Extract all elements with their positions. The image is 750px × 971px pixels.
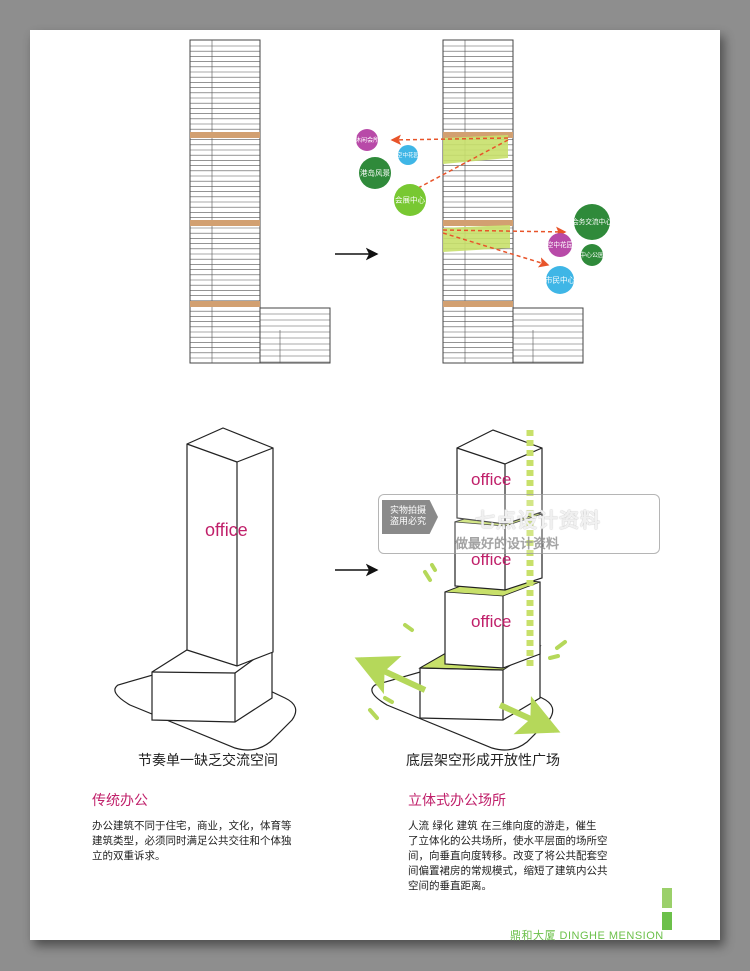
section-body-right-line-4: 间偏置裙房的常规模式，缩短了建筑内公共 bbox=[408, 865, 608, 877]
tower-left-sky-floor-2 bbox=[190, 220, 260, 226]
bubble-1 bbox=[356, 129, 378, 151]
caption-right: 底层架空形成开放性广场 bbox=[406, 753, 560, 769]
section-body-left: 办公建筑不同于住宅，商业，文化，体育等建筑类型，必须同时满足公共交往和个体独立的… bbox=[92, 819, 292, 864]
bubble-2 bbox=[359, 157, 391, 189]
watermark-slogan: 做最好的设计资料 bbox=[455, 537, 560, 552]
page-sheet: 休闲会所港岛风景空中花园会展中心会务交流中心空中花园中心公园市民中心 bbox=[30, 30, 720, 942]
iso-tower-right bbox=[354, 429, 567, 751]
watermark-brand: 七点设计资料 bbox=[475, 508, 601, 532]
bubble-label-3: 空中花园 bbox=[397, 151, 420, 159]
bubble-label-2: 港岛风景 bbox=[360, 168, 390, 178]
section-body-right-line-5: 空间的垂直距离。 bbox=[408, 880, 492, 892]
office-label-right-top: office bbox=[471, 470, 512, 489]
office-label-right-middle: office bbox=[471, 550, 512, 569]
caption-left: 节奏单一缺乏交流空间 bbox=[138, 753, 278, 769]
bubble-5 bbox=[574, 204, 610, 240]
iso-tower-left bbox=[114, 427, 297, 751]
footer-title: 鼎和大厦 DINGHE MENSION bbox=[510, 930, 664, 942]
tower-right-sky-floor-1 bbox=[443, 132, 513, 138]
section-body-right-line-1: 人流 绿化 建筑 在三维向度的游走，催生 bbox=[408, 820, 597, 832]
watermark-tag-line1: 实物拍摄 bbox=[389, 506, 426, 516]
section-body-right: 人流 绿化 建筑 在三维向度的游走，催生了立体化的公共场所，使水平层面的场所空间… bbox=[408, 819, 608, 894]
public-zone-lower bbox=[443, 225, 510, 252]
section-title-right: 立体式办公场所 bbox=[408, 793, 506, 809]
tower-right-sky-floor-2 bbox=[443, 220, 513, 226]
section-tower-left bbox=[189, 39, 331, 364]
tower-right-podium bbox=[512, 307, 584, 364]
tower-right-sky-floor-3 bbox=[443, 301, 513, 307]
bubble-6 bbox=[548, 233, 572, 257]
section-body-left-line-3: 立的双重诉求。 bbox=[92, 850, 166, 862]
section-tower-right bbox=[442, 39, 584, 364]
tower-left-sky-floor-3 bbox=[190, 301, 260, 307]
bubble-label-6: 空中花园 bbox=[547, 240, 574, 249]
bubble-label-4: 会展中心 bbox=[395, 195, 425, 205]
bubble-8 bbox=[546, 266, 574, 294]
footer-accent-bar-1 bbox=[662, 888, 672, 908]
section-body-right-line-2: 了立体化的公共场所，使水平层面的场所空 bbox=[408, 835, 608, 847]
office-label-right-bottom: office bbox=[471, 612, 512, 631]
watermark-tag-line2: 盗用必究 bbox=[389, 517, 426, 527]
bubble-7 bbox=[581, 244, 603, 266]
bubble-label-1: 休闲会所 bbox=[355, 136, 379, 144]
watermark-tag-text: 实物拍摄 盗用必究 bbox=[384, 506, 432, 528]
tower-right-shaft bbox=[442, 39, 514, 364]
bubble-label-7: 中心公园 bbox=[580, 251, 604, 259]
watermark-tag bbox=[382, 500, 438, 534]
tower-left-podium bbox=[259, 307, 331, 364]
bubble-label-5: 会务交流中心 bbox=[572, 217, 612, 226]
connection-lines bbox=[390, 134, 567, 268]
tower-left-shaft bbox=[189, 39, 261, 364]
section-body-left-line-2: 建筑类型，必须同时满足公共交往和个体独 bbox=[92, 835, 292, 847]
office-label-left: office bbox=[205, 520, 248, 540]
bubble-3 bbox=[398, 145, 418, 165]
bubble-4 bbox=[394, 184, 426, 216]
section-body-left-line-1: 办公建筑不同于住宅，商业，文化，体育等 bbox=[92, 820, 292, 832]
footer-accent-bar-2 bbox=[662, 912, 672, 930]
public-zone-upper bbox=[443, 135, 508, 164]
section-body-right-line-3: 间，向垂直向度转移。改变了将公共配套空 bbox=[408, 850, 608, 862]
tower-left-sky-floor-1 bbox=[190, 132, 260, 138]
section-title-left: 传统办公 bbox=[92, 793, 148, 809]
bubble-label-8: 市民中心 bbox=[545, 275, 575, 285]
